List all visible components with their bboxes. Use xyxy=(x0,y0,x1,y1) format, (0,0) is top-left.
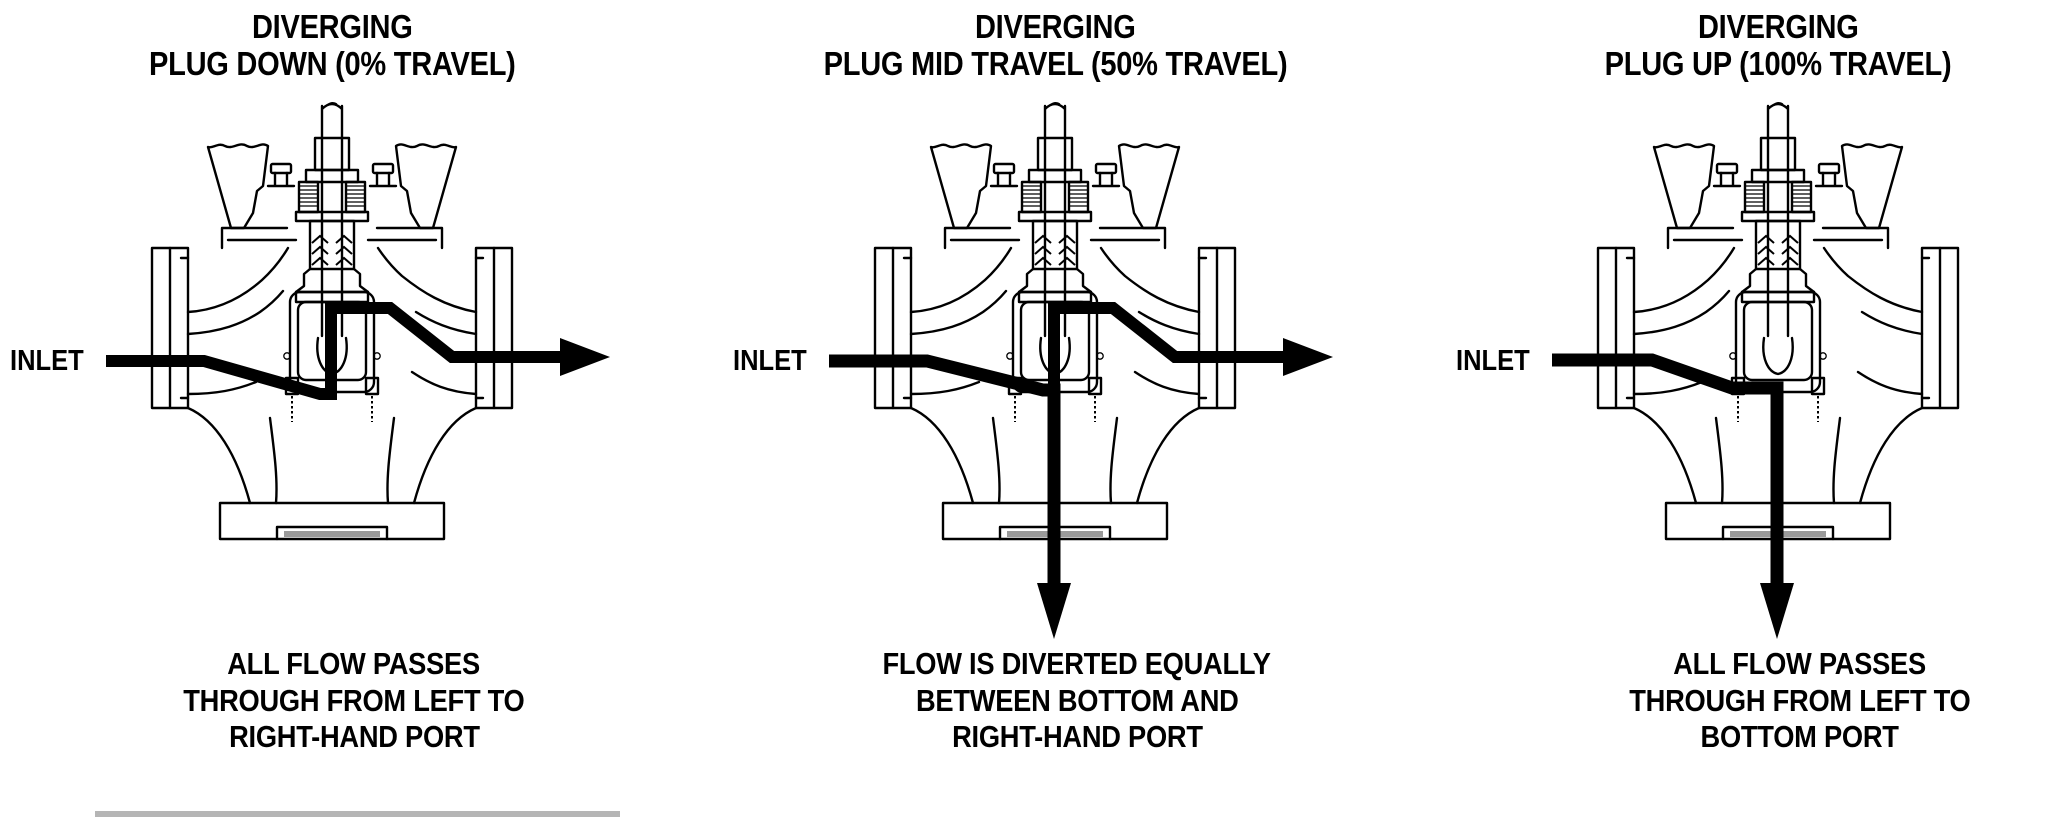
right-arrowhead xyxy=(560,338,610,376)
caption-line2: BETWEEN BOTTOM AND xyxy=(915,682,1239,718)
flow-path-left-to-bottom xyxy=(1552,353,1784,585)
flow-path-left-to-right xyxy=(106,302,560,400)
flow-path-riser-to-right xyxy=(1048,302,1283,398)
panel-caption: ALL FLOW PASSES THROUGH FROM LEFT TO RIG… xyxy=(14,646,694,756)
caption-line1: ALL FLOW PASSES xyxy=(1673,646,1927,681)
panel-title-line2: PLUG DOWN (0% TRAVEL) xyxy=(148,45,516,82)
panel-plug-mid-travel: DIVERGING PLUG MID TRAVEL (50% TRAVEL) I… xyxy=(715,0,1395,817)
panel-title-line2: PLUG UP (100% TRAVEL) xyxy=(1604,45,1952,82)
caption-line2: THROUGH FROM LEFT TO xyxy=(1629,682,1971,718)
panel-caption: ALL FLOW PASSES THROUGH FROM LEFT TO BOT… xyxy=(1460,646,2048,756)
panel-plug-down: DIVERGING PLUG DOWN (0% TRAVEL) INLET AL… xyxy=(0,0,672,817)
right-arrowhead xyxy=(1283,338,1333,376)
panel-title: DIVERGING PLUG MID TRAVEL (50% TRAVEL) xyxy=(715,8,1395,82)
bottom-table-edge-artifact xyxy=(95,811,620,817)
inlet-label: INLET xyxy=(733,345,807,377)
caption-line1: ALL FLOW PASSES xyxy=(227,646,481,681)
caption-line3: RIGHT-HAND PORT xyxy=(228,719,480,754)
caption-line3: RIGHT-HAND PORT xyxy=(951,719,1203,754)
down-arrowhead xyxy=(1760,583,1794,639)
inlet-label: INLET xyxy=(10,345,84,377)
caption-line3: BOTTOM PORT xyxy=(1700,719,1900,754)
panel-plug-up: DIVERGING PLUG UP (100% TRAVEL) INLET AL… xyxy=(1438,0,2048,817)
panel-title: DIVERGING PLUG DOWN (0% TRAVEL) xyxy=(0,8,672,82)
panel-title-line1: DIVERGING xyxy=(974,8,1136,45)
inlet-label: INLET xyxy=(1456,345,1530,377)
panel-caption: FLOW IS DIVERTED EQUALLY BETWEEN BOTTOM … xyxy=(737,646,1417,756)
panel-title-line1: DIVERGING xyxy=(251,8,413,45)
panel-title-line2: PLUG MID TRAVEL (50% TRAVEL) xyxy=(823,45,1287,82)
panel-title: DIVERGING PLUG UP (100% TRAVEL) xyxy=(1438,8,2048,82)
caption-line1: FLOW IS DIVERTED EQUALLY xyxy=(882,646,1272,681)
down-arrowhead xyxy=(1037,583,1071,639)
flow-path-left-to-bottom xyxy=(829,354,1061,585)
panel-title-line1: DIVERGING xyxy=(1697,8,1859,45)
caption-line2: THROUGH FROM LEFT TO xyxy=(183,682,525,718)
